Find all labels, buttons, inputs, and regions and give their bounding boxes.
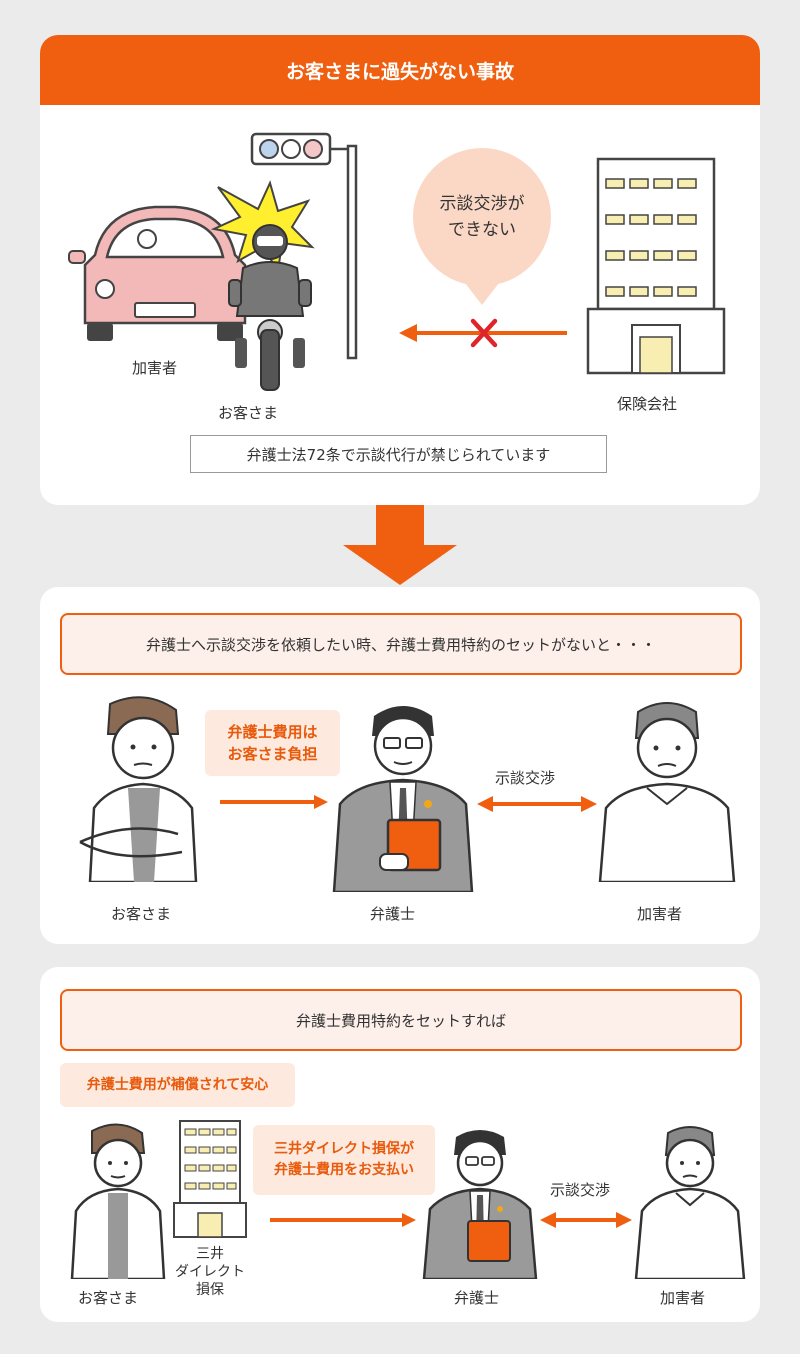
perpetrator-person-icon [634,1126,746,1279]
traffic-light-icon [250,132,358,360]
with-rider-card: 弁護士費用特約をセットすれば 弁護士費用が補償されて安心 お客さま 三井 ダイレ… [40,967,760,1322]
bubble-line-1: 示談交渉が [439,193,525,214]
down-arrow-icon [343,505,457,585]
perpetrator-label: 加害者 [660,1289,706,1307]
lawyer-label: 弁護士 [454,1289,500,1307]
negotiation-label: 示談交渉 [550,1181,611,1199]
company-building-icon [173,1120,247,1238]
perpetrator-person-icon [598,702,736,882]
customer-label: お客さま [78,1289,139,1307]
customer-person-icon [70,1123,166,1279]
company-label: 三井 ダイレクト 損保 [165,1245,255,1300]
without-rider-card: 弁護士へ示談交渉を依頼したい時、弁護士費用特約のセットがないと・・・ お客さま … [40,587,760,944]
perpetrator-label: 加害者 [132,359,178,377]
bubble-tail [465,283,499,305]
no-fault-accident-header: お客さまに過失がない事故 [40,35,760,105]
car-icon [68,205,247,341]
customer-label: お客さま [218,404,279,422]
fee-burden-line-1: 弁護士費用は [227,722,318,741]
insurance-building-icon [586,157,726,375]
fee-payment-line-2: 弁護士費用をお支払い [274,1162,414,1178]
insurer-label: 保険会社 [617,395,678,413]
lawyer-person-icon [422,1130,538,1279]
with-rider-banner: 弁護士費用特約をセットすれば [60,989,742,1051]
company-label-line-1: 三井 [196,1246,224,1262]
company-to-lawyer-arrow [270,1213,416,1227]
customer-person-icon [79,696,198,882]
without-rider-banner: 弁護士へ示談交渉を依頼したい時、弁護士費用特約のセットがないと・・・ [60,613,742,675]
no-fault-accident-card: お客さまに過失がない事故 加害者 お客さま 示談 [40,35,760,505]
company-label-line-2: ダイレクト [175,1264,245,1281]
fee-payment-line-1: 三井ダイレクト損保が [274,1141,414,1157]
negotiation-double-arrow [477,796,597,812]
customer-label: お客さま [111,905,172,923]
law-notice: 弁護士法72条で示談代行が禁じられています [190,435,607,473]
company-label-line-3: 損保 [196,1282,224,1299]
customer-to-lawyer-arrow [220,795,328,809]
cannot-negotiate-bubble: 示談交渉が できない [413,148,551,286]
fee-burden-callout: 弁護士費用は お客さま負担 [205,710,340,776]
blocked-arrow [399,318,567,348]
fee-payment-callout: 三井ダイレクト損保が 弁護士費用をお支払い [253,1125,435,1195]
lawyer-label: 弁護士 [370,905,416,923]
fee-burden-line-2: お客さま負担 [227,745,318,763]
negotiation-label: 示談交渉 [495,769,556,787]
bubble-line-2: できない [448,220,516,240]
motorcycle-rider-icon [228,224,312,391]
reassurance-callout: 弁護士費用が補償されて安心 [60,1063,295,1107]
lawyer-person-icon [332,706,474,892]
negotiation-double-arrow [540,1212,632,1228]
perpetrator-label: 加害者 [637,905,683,923]
